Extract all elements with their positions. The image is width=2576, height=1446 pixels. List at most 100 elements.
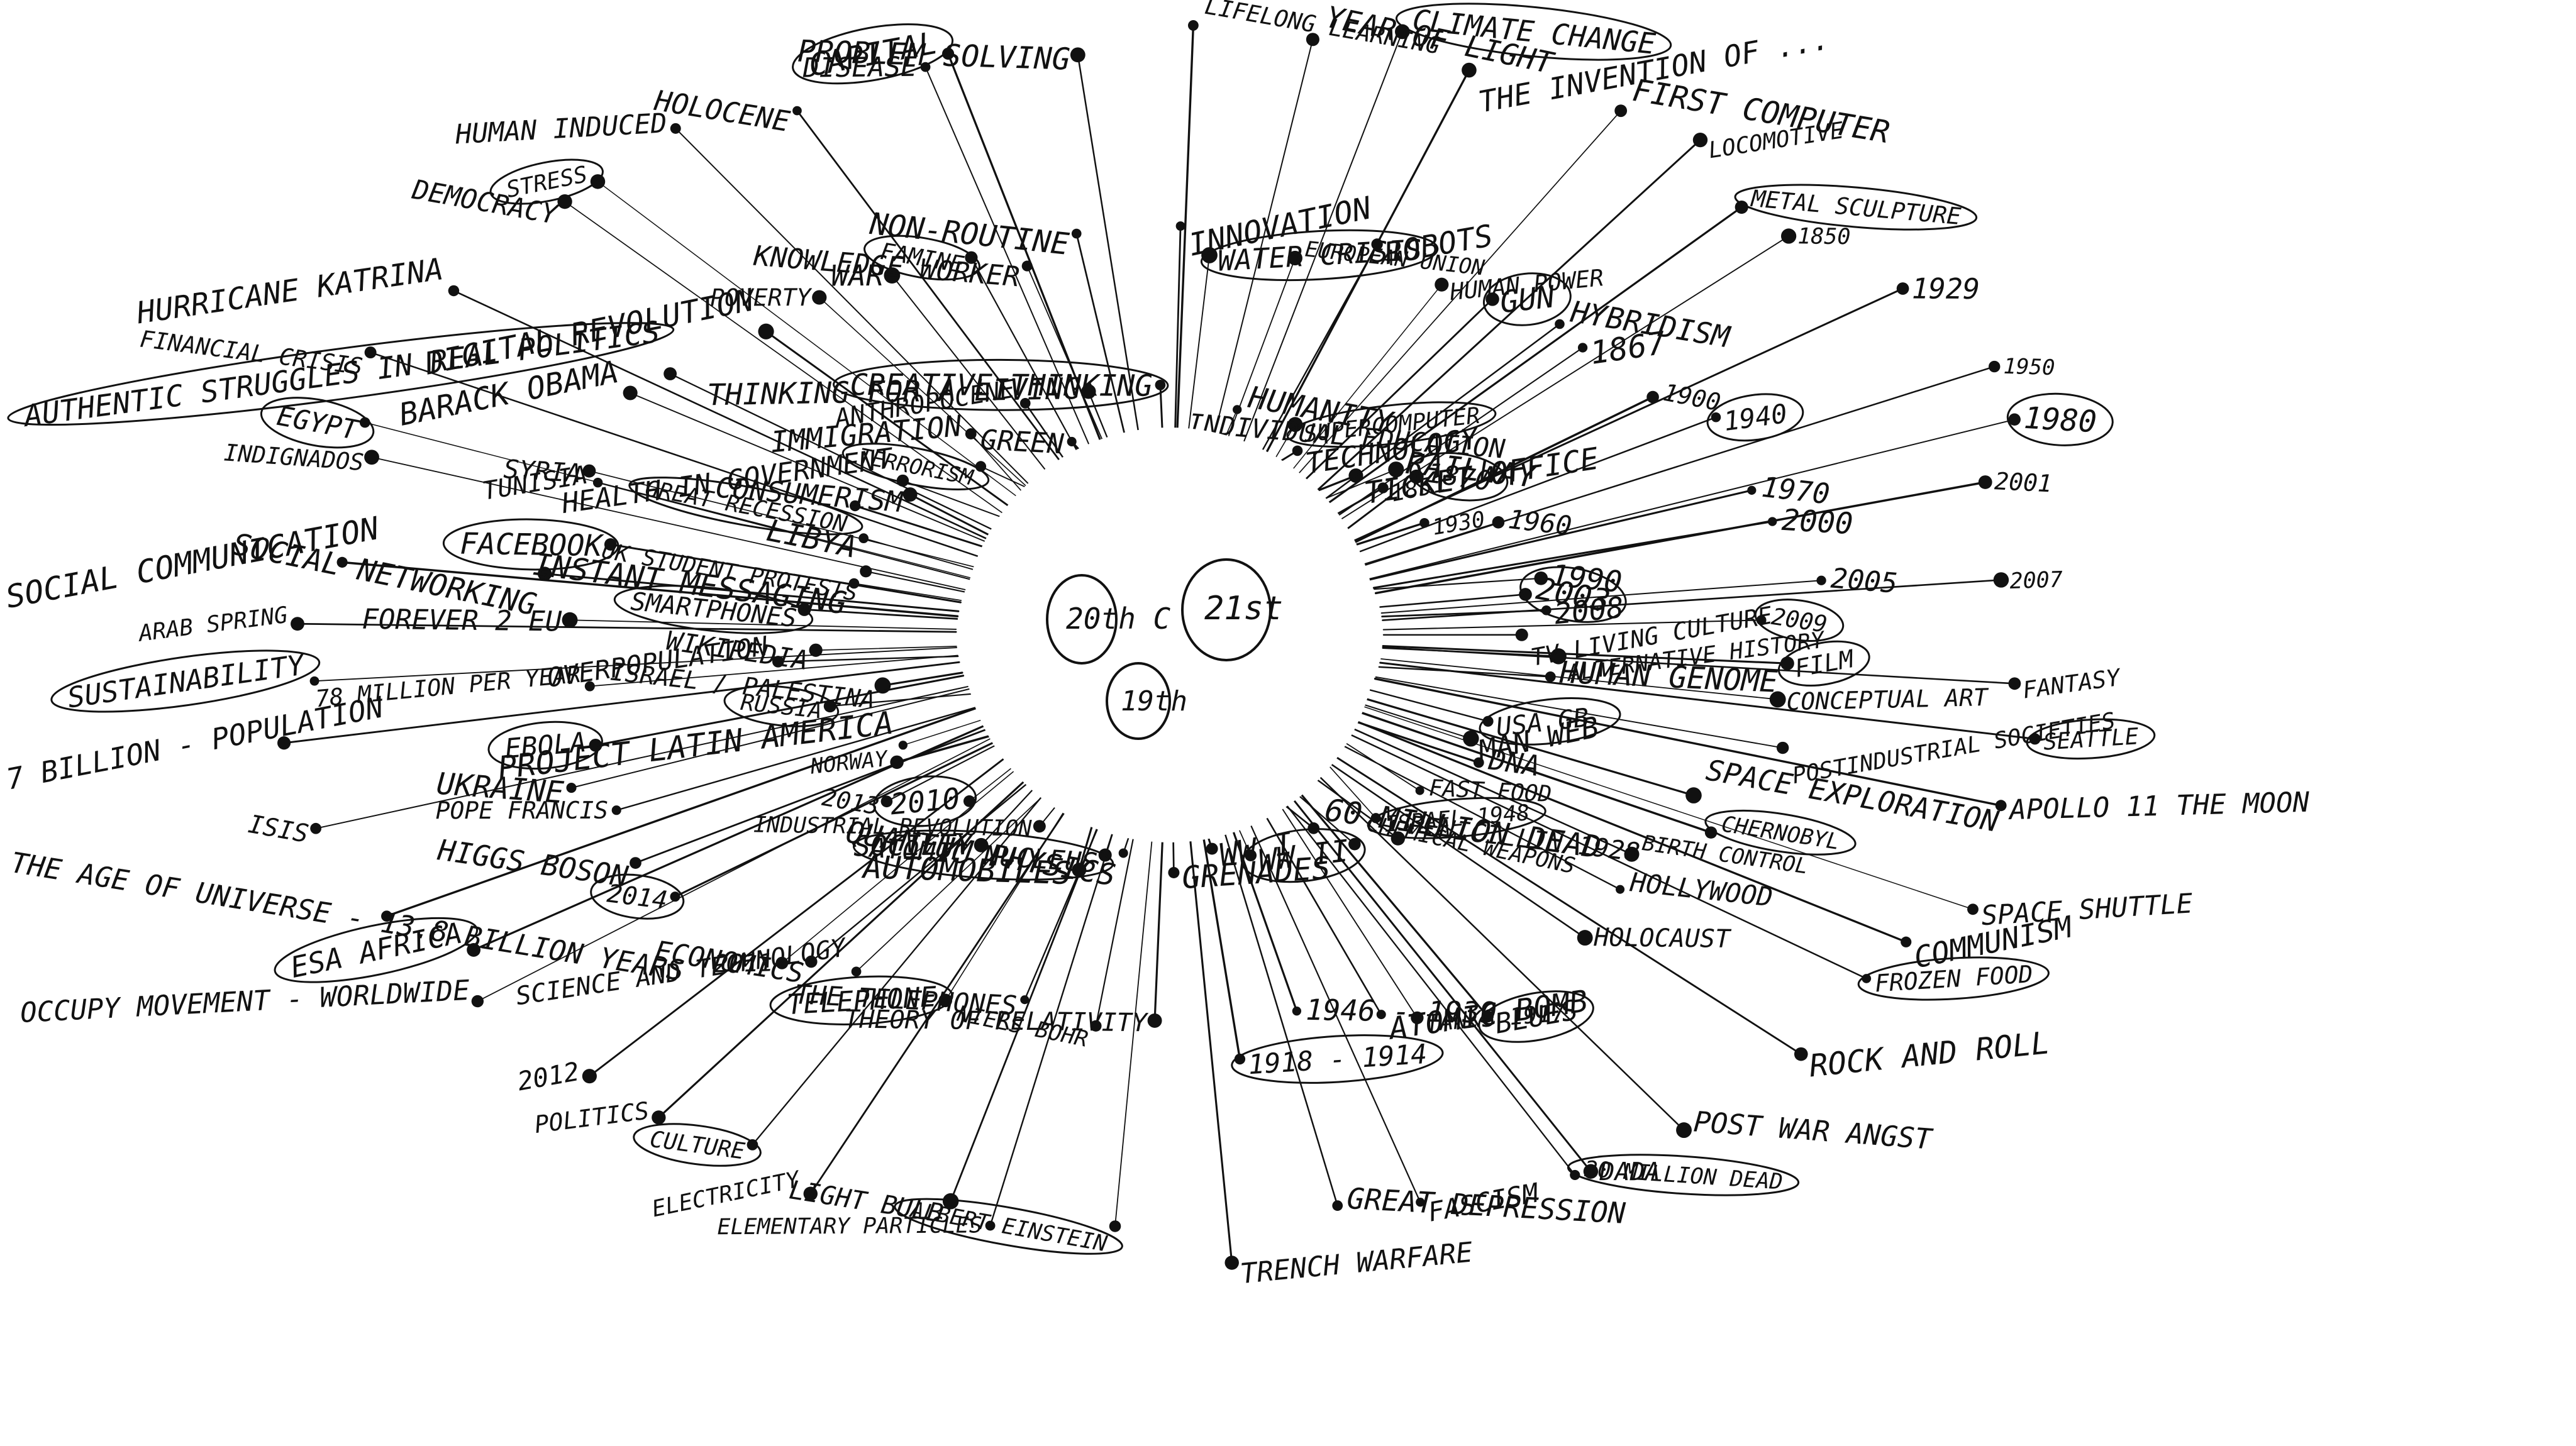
node-dot [611, 805, 621, 815]
label-outline [894, 1198, 1123, 1255]
node-dot [1614, 104, 1628, 118]
node-dot [1711, 412, 1721, 422]
ray-line [1368, 419, 2016, 580]
ray-line [1364, 697, 1695, 797]
node-dot [1033, 820, 1046, 833]
label-outline [852, 829, 1114, 881]
label-2008: 2008 [1553, 590, 1626, 631]
node-dot [1577, 930, 1593, 946]
node-dot [566, 783, 577, 793]
ray-line [657, 761, 1046, 1118]
node-dot [1967, 903, 1979, 915]
ray-line [314, 647, 958, 682]
node-dot [942, 1193, 959, 1210]
node-dot [1109, 1220, 1121, 1232]
node-dot [652, 1110, 666, 1125]
ray-line [1379, 593, 1526, 608]
label-metal-sculpture: METAL SCULPTURE [1749, 185, 1962, 230]
label-arab-spring: ARAB SPRING [136, 602, 289, 647]
ray-line [815, 646, 957, 651]
node-dot [582, 464, 596, 478]
node-dot [336, 556, 348, 568]
ray-line [803, 609, 958, 620]
node-dot [758, 323, 774, 339]
center-circle-20th [1046, 574, 1118, 665]
label-seattle: SEATTLE [2043, 724, 2140, 755]
ray-line [296, 622, 957, 633]
label-outline [841, 443, 990, 490]
label-2007: 2007 [2009, 567, 2063, 594]
node-dot [851, 966, 862, 977]
label-outline [1704, 809, 1857, 856]
label-theory-of-relativity: THEORY OF RELATIVITY [844, 1005, 1149, 1037]
label-dna: DNA [1486, 742, 1542, 783]
node-dot [623, 385, 638, 400]
node-dot [291, 617, 304, 631]
center-hub: 20th C 21st 19th [962, 428, 1377, 842]
label-green: GREEN [980, 424, 1065, 460]
node-dot [747, 1139, 758, 1151]
label-outline [792, 23, 954, 85]
node-dot [1545, 671, 1556, 682]
ray-line [796, 109, 1084, 493]
label-syria: SYRIA [502, 454, 582, 488]
node-dot [985, 1220, 996, 1231]
label-outline [487, 720, 603, 770]
node-dot [803, 1186, 818, 1201]
label-78-million-per-year: 78 MILLION PER YEAR [314, 661, 582, 713]
label-outline [1754, 599, 1845, 642]
label-stress: STRESS [504, 162, 590, 203]
ray-line [1077, 54, 1147, 480]
label-outline [1478, 990, 1594, 1043]
node-dot [1896, 282, 1909, 295]
label-2001: 2001 [1994, 467, 2053, 497]
ray-line [1382, 619, 1762, 631]
label-outline [489, 158, 604, 205]
label-outline [1857, 956, 2050, 1001]
ray-line [453, 290, 997, 544]
label-1946-1939: 1946 - 1939 [1306, 993, 1497, 1030]
label-outline [442, 518, 619, 571]
node-dot [1794, 1047, 1808, 1061]
ray-line [1378, 666, 1552, 678]
ray-line [1375, 676, 1784, 749]
node-dot [849, 500, 861, 512]
label-great-depression: GREAT DEPRESSION [1346, 1181, 1626, 1230]
ray-line [369, 351, 984, 559]
node-dot [1168, 866, 1180, 878]
ray-line [1361, 703, 1472, 739]
label-outline [2006, 392, 2114, 446]
node-dot [1769, 691, 1786, 708]
node-dot [1555, 319, 1565, 329]
ray-line [630, 392, 995, 546]
label-outline [50, 649, 321, 713]
node-dot [1332, 1200, 1343, 1211]
ray-line [891, 275, 1068, 498]
ray-line [909, 494, 1001, 541]
ray-line [1360, 705, 1974, 910]
node-dot [1070, 47, 1085, 63]
ray-line [588, 746, 1021, 1078]
label-holocaust: HOLOCAUST [1593, 923, 1732, 954]
label-outline [633, 1123, 762, 1167]
node-dot [858, 533, 869, 544]
node-dot [775, 956, 789, 969]
node-dot [584, 681, 595, 692]
ray-line [1309, 206, 1743, 517]
label-dada: DADA [1599, 1157, 1660, 1186]
ray-line [1261, 776, 1418, 1018]
radiating-lines [277, 20, 2041, 1270]
ray-line [364, 422, 972, 578]
label-higgs-boson: HIGGS BOSON [435, 832, 631, 893]
center-circle-19th [1106, 662, 1171, 740]
node-dot [1462, 62, 1477, 78]
ray-line [829, 693, 972, 707]
center-circle-21st [1181, 558, 1272, 661]
label-apollo-11-the-moon: APOLLO 11 THE MOON [2007, 786, 2311, 827]
label-1970: 1970 [1760, 470, 1831, 511]
ray-line [1271, 772, 1592, 1173]
node-dot [1072, 863, 1087, 878]
node-dot [277, 736, 291, 750]
label-outline [590, 873, 685, 920]
node-dot [965, 428, 977, 439]
